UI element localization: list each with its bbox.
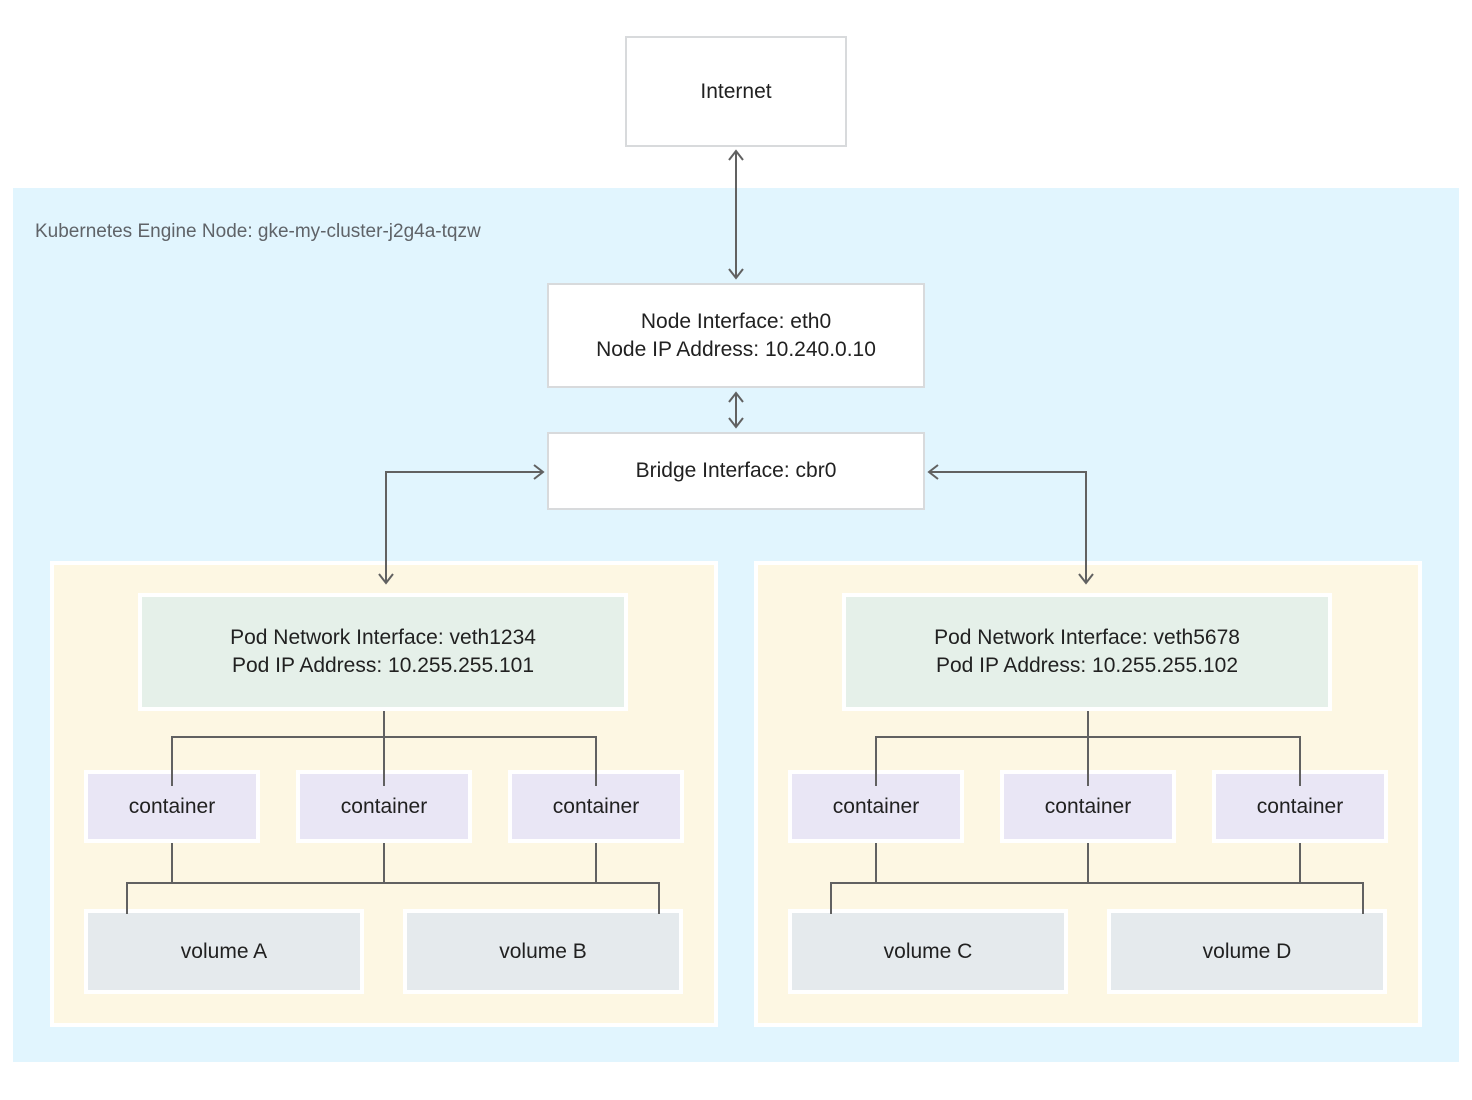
volume-label: volume C (883, 939, 973, 963)
pod1-ip-line: Pod IP Address: 10.255.255.101 (231, 654, 535, 677)
node-ip-line: Node IP Address: 10.240.0.10 (596, 337, 876, 361)
pod2-volume-d: volume D (1107, 909, 1387, 994)
internet-label: Internet (700, 79, 772, 103)
pod1-container-3: container (508, 770, 684, 843)
pod1-volume-b: volume B (403, 909, 683, 994)
container-label: container (340, 794, 428, 818)
container-label: container (1256, 794, 1344, 818)
pod2-container-2: container (1000, 770, 1176, 843)
pod1-container-1: container (84, 770, 260, 843)
cluster-label: Kubernetes Engine Node: gke-my-cluster-j… (35, 221, 481, 242)
container-label: container (552, 794, 640, 818)
pod1-container-2: container (296, 770, 472, 843)
pod2-network-interface-box: Pod Network Interface: veth5678 Pod IP A… (842, 593, 1332, 711)
pod-2: Pod Network Interface: veth5678 Pod IP A… (754, 561, 1422, 1027)
pod-1: Pod Network Interface: veth1234 Pod IP A… (50, 561, 718, 1027)
pod1-network-interface-line: Pod Network Interface: veth1234 (230, 626, 536, 649)
volume-label: volume A (180, 939, 268, 963)
pod2-container-3: container (1212, 770, 1388, 843)
pod2-network-interface-line: Pod Network Interface: veth5678 (934, 626, 1240, 649)
bridge-interface-box: Bridge Interface: cbr0 (547, 432, 925, 510)
container-label: container (832, 794, 920, 818)
node-interface-box: Node Interface: eth0 Node IP Address: 10… (547, 283, 925, 388)
volume-label: volume B (499, 939, 587, 963)
container-label: container (128, 794, 216, 818)
pod2-ip-line: Pod IP Address: 10.255.255.102 (935, 654, 1239, 677)
pod1-network-interface-box: Pod Network Interface: veth1234 Pod IP A… (138, 593, 628, 711)
container-label: container (1044, 794, 1132, 818)
volume-label: volume D (1202, 939, 1292, 963)
node-interface-line: Node Interface: eth0 (640, 309, 832, 333)
pod2-container-1: container (788, 770, 964, 843)
internet-node: Internet (625, 36, 847, 147)
pod1-volume-a: volume A (84, 909, 364, 994)
bridge-interface-label: Bridge Interface: cbr0 (635, 459, 837, 482)
pod2-volume-c: volume C (788, 909, 1068, 994)
